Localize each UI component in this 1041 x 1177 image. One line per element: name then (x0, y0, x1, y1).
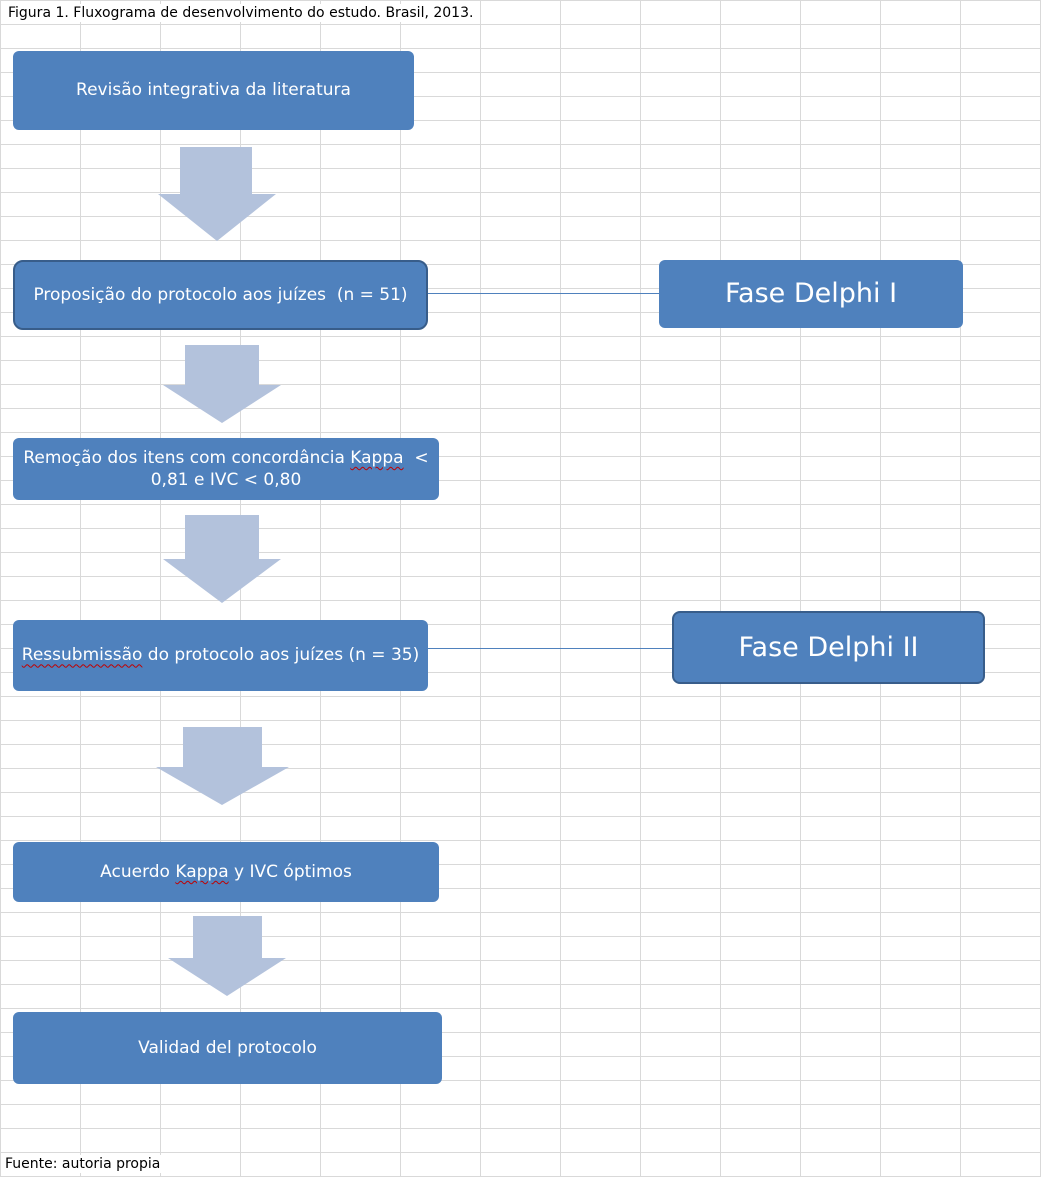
down-arrow-5 (168, 916, 286, 996)
step-protocol-resubmission: Ressubmissão do protocolo aos juízes (n … (13, 620, 428, 691)
resubmission-word: Ressubmissão (21, 645, 143, 666)
down-arrow-4 (156, 727, 289, 805)
figure-source-note: Fuente: autoria propia (2, 1155, 164, 1173)
kappa-word-2: Kappa (175, 861, 229, 882)
connector-phase-2 (428, 648, 672, 649)
step-item-removal-line-2: 0,81 e IVC < 0,80 (150, 470, 302, 490)
down-arrow-1 (158, 147, 276, 241)
connector-phase-1 (428, 293, 659, 294)
phase-delphi-2: Fase Delphi II (672, 611, 985, 684)
step-optimal-agreement: Acuerdo Kappa y IVC óptimos (13, 842, 439, 902)
step-literature-review: Revisão integrativa da literatura (13, 51, 414, 130)
down-arrow-2 (163, 345, 281, 423)
step-optimal-agreement-label: Acuerdo Kappa y IVC óptimos (100, 861, 352, 882)
step-protocol-proposal: Proposição do protocolo aos juízes (n = … (13, 260, 428, 330)
phase-delphi-1-label: Fase Delphi I (724, 278, 898, 310)
down-arrow-3 (163, 515, 281, 603)
phase-delphi-1: Fase Delphi I (659, 260, 963, 328)
step-item-removal-text: Remoção dos itens com concordância Kappa… (23, 447, 428, 491)
step-protocol-validity: Validad del protocolo (13, 1012, 442, 1084)
phase-delphi-2-label: Fase Delphi II (738, 631, 919, 663)
figure-caption: Figura 1. Fluxograma de desenvolvimento … (5, 4, 477, 22)
step-protocol-resubmission-label: Ressubmissão do protocolo aos juízes (n … (21, 645, 420, 666)
step-protocol-validity-label: Validad del protocolo (138, 1037, 317, 1058)
step-item-removal: Remoção dos itens com concordância Kappa… (13, 438, 439, 500)
step-protocol-proposal-label: Proposição do protocolo aos juízes (n = … (33, 284, 408, 305)
kappa-word: Kappa (350, 447, 404, 468)
step-literature-review-label: Revisão integrativa da literatura (76, 80, 351, 101)
step-item-removal-line-1: Remoção dos itens com concordância Kappa… (23, 447, 429, 468)
